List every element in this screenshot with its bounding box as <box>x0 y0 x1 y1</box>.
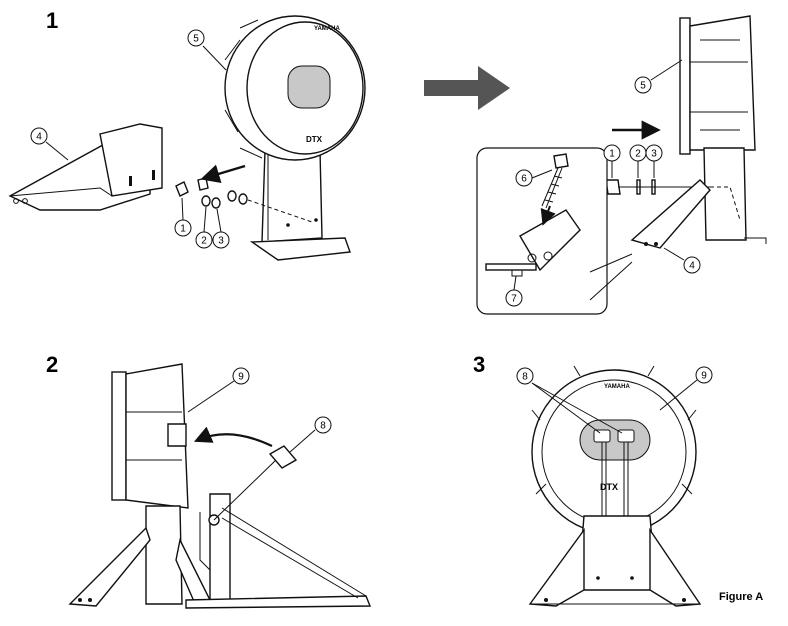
callout-7-inset: 7 <box>505 275 523 307</box>
callout-8-step3-label: 8 <box>522 372 528 383</box>
callout-4-side-label: 4 <box>689 261 695 272</box>
step2-kick-pedal <box>185 445 372 609</box>
step-number-2: 2 <box>46 352 59 377</box>
callout-9-step2: 9 <box>187 367 250 413</box>
pad-brand-label-1: YAMAHA <box>314 26 340 32</box>
step1-bracket <box>8 123 163 211</box>
callout-4-step1: 4 <box>30 127 69 161</box>
callout-2-step1: 2 <box>195 206 213 249</box>
step1-side-pad <box>679 15 767 244</box>
step-number-1: 1 <box>46 8 59 33</box>
step1-direction-arrow-icon <box>200 164 246 184</box>
callout-1-step1: 1 <box>174 197 192 237</box>
step3-pad: YAMAHA DTX <box>531 365 697 535</box>
callout-8-step2-label: 8 <box>320 421 326 432</box>
step1-pad: YAMAHA DTX <box>224 15 366 161</box>
step2-stand <box>68 505 211 607</box>
step1-wingnut-washers <box>175 177 313 223</box>
callout-9-step2-label: 9 <box>238 372 244 383</box>
callout-8-step2: 8 <box>289 416 332 453</box>
callout-1-side-label: 1 <box>609 149 615 160</box>
callout-7-label: 7 <box>511 294 517 305</box>
figure-caption: Figure A <box>719 591 764 603</box>
step1-pad-stand <box>249 149 351 261</box>
step1-detail-inset <box>476 147 633 315</box>
callout-2-side: 2 <box>629 144 647 178</box>
step1-side-bracket <box>630 179 711 249</box>
callout-1-side: 1 <box>603 144 621 178</box>
step2-pad <box>111 363 189 509</box>
callout-3-side-label: 3 <box>651 149 657 160</box>
curved-arrow-icon <box>193 426 273 447</box>
callout-5-side-label: 5 <box>640 81 646 92</box>
callout-3-side: 3 <box>645 144 663 178</box>
callout-3-label: 3 <box>218 236 224 247</box>
callout-3-step1: 3 <box>212 208 230 249</box>
step3-stand <box>528 515 702 607</box>
callout-5-label: 5 <box>193 34 199 45</box>
callout-6-inset: 6 <box>515 169 553 187</box>
pad-brand-label-3: YAMAHA <box>604 384 630 390</box>
callout-2-side-label: 2 <box>635 149 641 160</box>
callout-2-label: 2 <box>201 236 207 247</box>
pad-model-label-1: DTX <box>306 135 323 144</box>
callout-1-label: 1 <box>180 224 186 235</box>
callout-8-step3: 8 <box>516 367 623 434</box>
pad-model-label-3: DTX <box>600 482 618 492</box>
callout-4-label: 4 <box>36 132 42 143</box>
step-number-3: 3 <box>473 352 486 377</box>
callout-4-side: 4 <box>663 247 701 274</box>
callout-9-step3-label: 9 <box>701 371 707 382</box>
callout-5-side: 5 <box>634 59 683 94</box>
callout-5-step1: 5 <box>187 29 227 71</box>
callout-6-label: 6 <box>521 174 527 185</box>
right-arrow-icon <box>424 66 510 110</box>
callout-9-step3: 9 <box>659 366 713 411</box>
